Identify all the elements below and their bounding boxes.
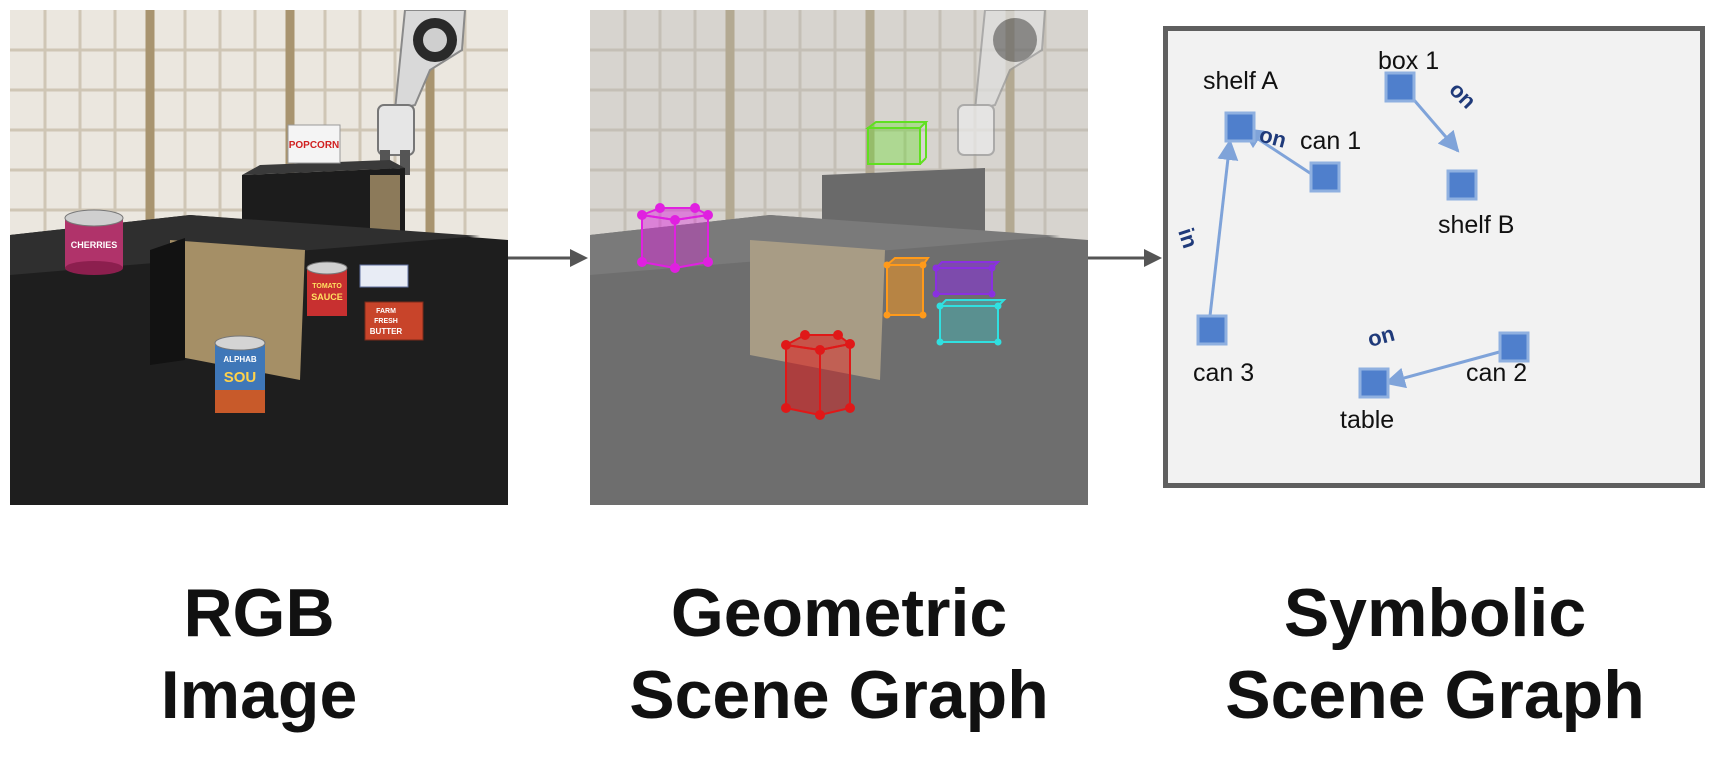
node-label-table: table (1340, 406, 1394, 434)
bbox-green (865, 121, 929, 165)
butter-label-2: FRESH (374, 318, 398, 325)
node-shelfA: shelf A (1203, 67, 1278, 143)
symbolic-graph-svg: on on in on shelf A box 1 can 1 shelf B … (1173, 47, 1530, 434)
caption-symbolic-line-1: Symbolic (1283, 575, 1587, 651)
node-label-can2: can 2 (1466, 359, 1527, 387)
edge-label-box1-shelfB: on (1444, 77, 1481, 114)
node-label-shelfA: shelf A (1203, 67, 1278, 95)
edge-box1-shelfB (1406, 92, 1460, 153)
caption-symbolic-scene-graph: Symbolic Scene Graph (1200, 572, 1670, 736)
node-label-can3: can 3 (1193, 359, 1254, 387)
caption-geometric-line-2: Scene Graph (629, 657, 1049, 733)
cream-box (359, 264, 409, 288)
edge-label-can3-shelfA: in (1173, 225, 1203, 251)
bbox-red (781, 330, 855, 420)
node-label-box1: box 1 (1378, 47, 1439, 75)
caption-rgb-line-2: Image (160, 657, 358, 733)
tomato-label-2: SAUCE (311, 292, 343, 302)
node-shelfB: shelf B (1438, 169, 1514, 239)
node-label-can1: can 1 (1300, 127, 1361, 155)
cherries-label: CHERRIES (71, 240, 118, 250)
geometric-scene-illustration (590, 10, 1088, 505)
bbox-cyan (936, 299, 1007, 346)
node-box1: box 1 (1378, 47, 1439, 103)
popcorn-label: POPCORN (289, 140, 340, 151)
bbox-magenta (637, 203, 713, 273)
caption-geometric-line-1: Geometric (670, 575, 1008, 651)
rgb-image-panel: POPCORN CHERRIES TOMATO SAUCE FARM (10, 10, 508, 505)
soup-label-2: SOU (224, 369, 257, 386)
node-can3: can 3 (1193, 314, 1254, 387)
node-can2: can 2 (1466, 331, 1530, 387)
edge-can3-shelfA (1208, 138, 1239, 317)
caption-symbolic-line-2: Scene Graph (1225, 657, 1645, 733)
caption-rgb-image: RGB Image (24, 572, 494, 736)
caption-geometric-scene-graph: Geometric Scene Graph (604, 572, 1074, 736)
rgb-scene-illustration: POPCORN CHERRIES TOMATO SAUCE FARM (10, 10, 508, 505)
node-label-shelfB: shelf B (1438, 211, 1514, 239)
node-can1: can 1 (1300, 127, 1361, 193)
edge-label-can1-shelfA: on (1257, 122, 1289, 153)
robot-arm-faded (957, 10, 1047, 156)
arrow-rgb-to-geometric (508, 249, 588, 267)
bbox-orange (883, 257, 930, 319)
arrow-geometric-to-symbolic (1088, 249, 1162, 267)
tomato-sauce-can: TOMATO SAUCE (306, 261, 348, 316)
edge-label-can2-table: on (1365, 321, 1397, 352)
node-table: table (1340, 367, 1394, 434)
geometric-scene-graph-panel (590, 10, 1088, 505)
bbox-purple (932, 261, 1001, 298)
butter-label-1: FARM (376, 308, 396, 315)
butter-box: FARM FRESH BUTTER (364, 301, 424, 341)
edge-can2-table (1383, 349, 1504, 389)
caption-rgb-line-1: RGB (183, 575, 335, 651)
butter-label-3: BUTTER (370, 327, 403, 336)
cherries-can: CHERRIES (64, 209, 124, 275)
alphabet-soup-can: ALPHAB SOU (214, 335, 266, 413)
tomato-label-1: TOMATO (312, 283, 342, 290)
popcorn-box: POPCORN (287, 124, 341, 164)
soup-label-1: ALPHAB (223, 355, 257, 364)
symbolic-scene-graph-panel: on on in on shelf A box 1 can 1 shelf B … (1163, 26, 1705, 488)
